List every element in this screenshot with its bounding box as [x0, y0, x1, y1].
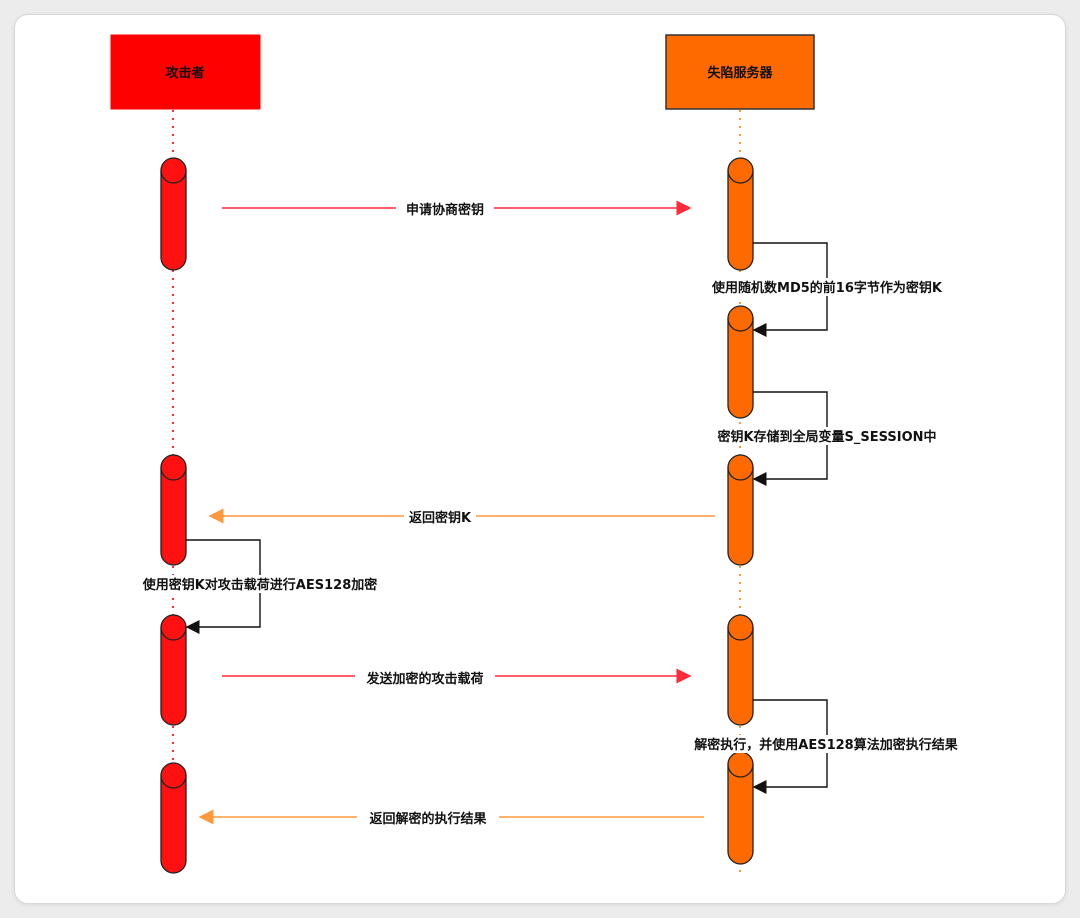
request-key-label: 申请协商密钥 [406, 202, 484, 218]
server-label: 失陷服务器 [707, 65, 773, 81]
server-actor: 失陷服务器 [665, 34, 815, 110]
attacker-actor: 攻击者 [110, 34, 261, 110]
return-key-label: 返回密钥K [409, 510, 472, 526]
return-result-label: 返回解密的执行结果 [369, 811, 486, 827]
attacker-activation-4 [160, 762, 187, 874]
decrypt-execute-label: 解密执行，并使用AES128算法加密执行结果 [693, 737, 957, 753]
server-activation-2 [727, 305, 754, 419]
encrypt-payload-label: 使用密钥K对攻击载荷进行AES128加密 [142, 577, 378, 593]
server-activation-4 [727, 614, 754, 726]
attacker-activation-3 [160, 614, 187, 726]
send-payload-label: 发送加密的攻击载荷 [365, 671, 483, 687]
generate-key-label: 使用随机数MD5的前16字节作为密钥K [711, 280, 943, 296]
attacker-activation-2 [160, 454, 187, 566]
store-key-label: 密钥K存储到全局变量S_SESSION中 [716, 429, 936, 445]
server-activation-5 [727, 751, 754, 865]
attacker-label: 攻击者 [165, 65, 204, 81]
server-activation-3 [727, 454, 754, 566]
server-activation-1 [727, 157, 754, 271]
diagram-frame [14, 14, 1066, 904]
attacker-activation-1 [160, 157, 187, 271]
